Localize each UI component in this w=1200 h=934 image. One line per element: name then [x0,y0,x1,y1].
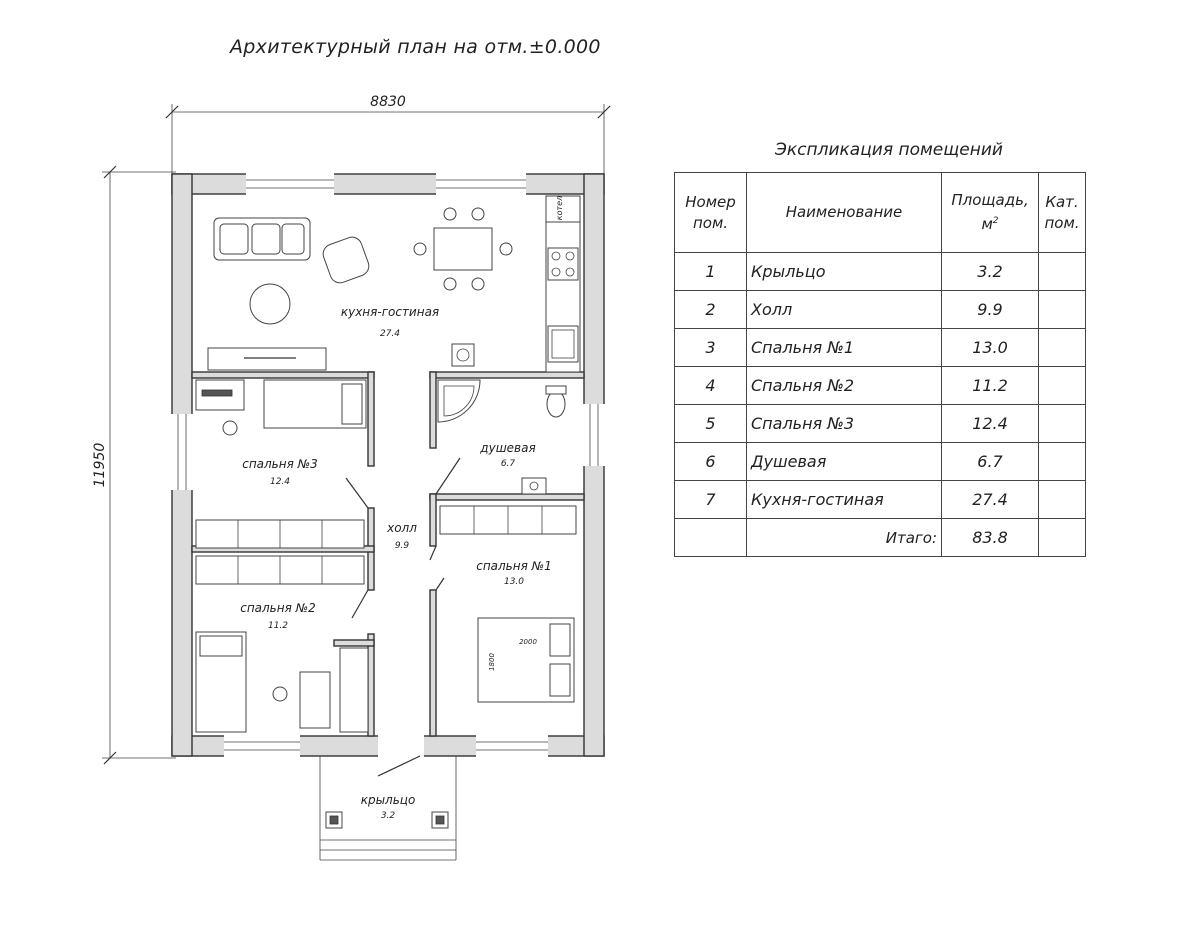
row-cat [1038,366,1086,405]
row-area: 12.4 [941,404,1039,443]
row-area: 6.7 [941,442,1039,481]
room-name-bedroom3: спальня №3 [242,457,318,471]
bed-width-label: 1800 [488,653,496,671]
room-name-bedroom2: спальня №2 [240,601,316,615]
row-area: 9.9 [941,290,1039,329]
room-name-hall: холл [386,521,417,535]
room-area-bedroom2: 11.2 [268,621,288,631]
header-num: Номер пом. [674,172,747,253]
row-cat [1038,404,1086,443]
header-area: Площадь, м2 [941,172,1039,253]
height-dim-label: 11950 [92,443,108,488]
row-name: Крыльцо [746,252,942,291]
row-cat [1038,442,1086,481]
room-area-porch: 3.2 [381,811,396,821]
shower-furniture [437,379,567,495]
row-name: Холл [746,290,942,329]
room-area-kitchen: 27.4 [380,329,400,339]
row-name: Спальня №1 [746,328,942,367]
table-total-row: Итаго: 83.8 [674,518,1086,557]
row-cat [1038,328,1086,367]
width-dim-label: 8830 [370,94,406,110]
room-name-shower: душевая [479,441,535,455]
room-name-bedroom1: спальня №1 [476,559,552,573]
room-area-hall: 9.9 [395,541,410,551]
row-num: 4 [674,366,747,405]
row-num: 6 [674,442,747,481]
row-area: 13.0 [941,328,1039,367]
row-area: 11.2 [941,366,1039,405]
explication-title: Экспликация помещений [775,140,1003,160]
row-area: 27.4 [941,480,1039,519]
row-name: Спальня №3 [746,404,942,443]
row-name: Душевая [746,442,942,481]
interior-walls [191,371,585,777]
total-value: 83.8 [941,518,1039,557]
floor-plan: 8830 11950 [92,94,611,861]
kitchen-counter: котел [451,195,581,373]
room-name-porch: крыльцо [361,793,416,807]
total-label: Итаго: [746,518,942,557]
row-cat [1038,252,1086,291]
room-area-shower: 6.7 [501,459,516,469]
row-area: 3.2 [941,252,1039,291]
explication-table-wrap: Номер пом. Наименование Площадь, м2 Кат.… [674,172,1086,557]
porch [319,756,457,861]
room-name-kitchen: кухня-гостиная [341,305,439,319]
room-labels: кухня-гостиная 27.4 спальня №3 12.4 душе… [240,305,552,821]
boiler-label: котел [555,196,564,220]
header-cat: Кат. пом. [1038,172,1086,253]
bed-length-label: 2000 [519,638,537,646]
row-num: 5 [674,404,747,443]
table-header-row: Номер пом. Наименование Площадь, м2 Кат.… [674,172,1086,253]
row-num: 2 [674,290,747,329]
bedroom2-furniture [195,631,331,733]
explication-table: Номер пом. Наименование Площадь, м2 Кат.… [674,172,1086,557]
living-furniture [207,207,513,371]
room-area-bedroom3: 12.4 [270,477,290,487]
row-num: 1 [674,252,747,291]
row-cat [1038,290,1086,329]
row-cat [1038,480,1086,519]
bedroom1-furniture: 2000 1800 [477,617,575,703]
row-num: 3 [674,328,747,367]
dimension-height: 11950 [92,165,176,765]
bedroom3-furniture [195,379,367,436]
wardrobes [195,505,577,733]
plan-title: Архитектурный план на отм.±0.000 [230,36,601,58]
header-name: Наименование [746,172,942,253]
dimension-width: 8830 [165,94,611,176]
outer-walls [170,172,606,758]
room-area-bedroom1: 13.0 [504,577,524,587]
row-name: Кухня-гостиная [746,480,942,519]
row-name: Спальня №2 [746,366,942,405]
row-num: 7 [674,480,747,519]
